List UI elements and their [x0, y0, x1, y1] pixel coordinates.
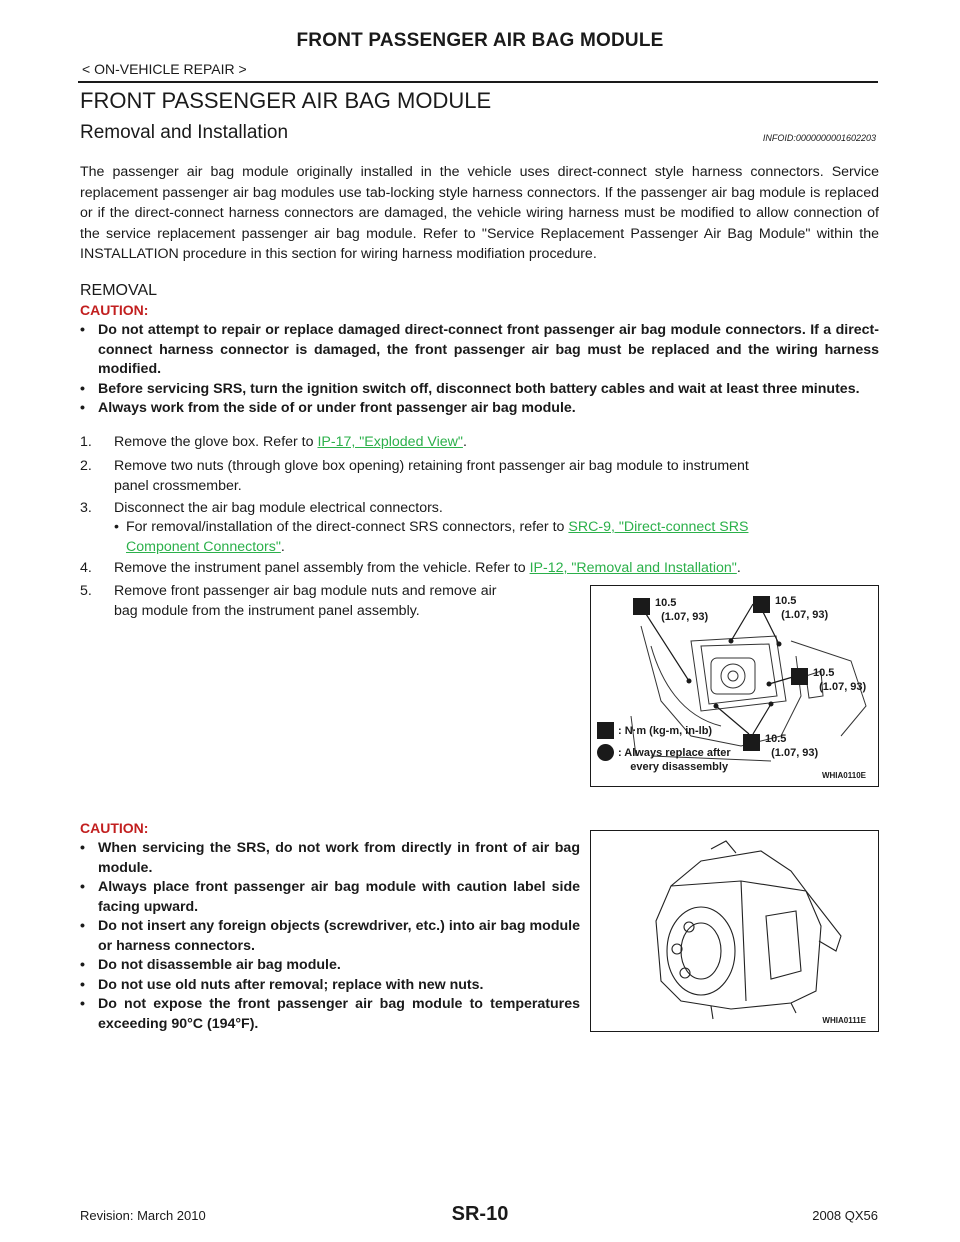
footer-model: 2008 QX56 — [812, 1208, 878, 1223]
link-ip-12[interactable]: IP-12, "Removal and Installation" — [529, 560, 737, 576]
caution-label: CAUTION: — [80, 820, 149, 836]
torque-icon — [791, 668, 808, 685]
page-header-title: FRONT PASSENGER AIR BAG MODULE — [296, 30, 664, 51]
step-1: 1.Remove the glove box. Refer to IP-17, … — [80, 434, 467, 450]
torque-label: 10.5 (1.07, 93) — [655, 597, 709, 623]
figure-code: WHIA0111E — [822, 1016, 866, 1025]
link-ip-17[interactable]: IP-17, "Exploded View" — [317, 434, 463, 450]
legend-unit: : N·m (kg-m, in-lb) — [618, 725, 713, 737]
step-3-subitem: •For removal/installation of the direct-… — [114, 519, 749, 555]
caution-item: Do not insert any foreign objects (screw… — [80, 917, 580, 956]
caution-item: Do not attempt to repair or replace dama… — [80, 321, 879, 380]
step-3: 3.Disconnect the air bag module electric… — [80, 500, 443, 516]
torque-legend-icon — [597, 722, 614, 739]
caution-list-handling: When servicing the SRS, do not work from… — [80, 839, 580, 1034]
legend-replace: : Always replace after every disassembly — [618, 747, 731, 773]
figure-airbag-module: WHIA0111E — [590, 830, 879, 1032]
removal-heading: REMOVAL — [80, 282, 158, 299]
step-2: 2.Remove two nuts (through glove box ope… — [80, 458, 749, 494]
figure-code: WHIA0110E — [821, 771, 866, 780]
module-mounting-illustration — [630, 603, 867, 762]
step-4: 4.Remove the instrument panel assembly f… — [80, 560, 741, 576]
breadcrumb: < ON-VEHICLE REPAIR > — [82, 61, 247, 77]
caution-item: Before servicing SRS, turn the ignition … — [80, 380, 879, 400]
torque-label: 10.5 (1.07, 93) — [813, 667, 867, 693]
info-id: INFOID:0000000001602203 — [762, 133, 876, 143]
page-number: SR-10 — [451, 1203, 509, 1225]
torque-label: 10.5 (1.07, 93) — [765, 733, 819, 759]
torque-icon — [743, 734, 760, 751]
caution-item: Always work from the side of or under fr… — [80, 399, 879, 419]
caution-item: Do not use old nuts after removal; repla… — [80, 976, 580, 996]
torque-icon — [633, 598, 650, 615]
torque-label: 10.5 (1.07, 93) — [775, 595, 829, 621]
intro-paragraph: The passenger air bag module originally … — [80, 164, 879, 262]
figure-module-mounting: 10.5 (1.07, 93) 10.5 (1.07, 93) 10.5 (1.… — [590, 585, 879, 787]
caution-item: Do not expose the front passenger air ba… — [80, 995, 580, 1034]
link-src-9-cont[interactable]: Component Connectors" — [126, 538, 281, 555]
caution-item: Always place front passenger air bag mod… — [80, 878, 580, 917]
airbag-module-illustration — [655, 840, 842, 1020]
torque-icon — [753, 596, 770, 613]
link-src-9[interactable]: SRC-9, "Direct-connect SRS — [568, 519, 749, 535]
step-5: 5.Remove front passenger air bag module … — [80, 583, 497, 619]
caution-label: CAUTION: — [80, 302, 149, 318]
caution-list-removal: Do not attempt to repair or replace dama… — [80, 321, 879, 419]
footer-revision: Revision: March 2010 — [80, 1208, 206, 1223]
caution-item: When servicing the SRS, do not work from… — [80, 839, 580, 878]
section-title: FRONT PASSENGER AIR BAG MODULE — [80, 88, 492, 113]
header-divider — [78, 81, 878, 83]
replace-legend-icon — [597, 744, 614, 761]
caution-item: Do not disassemble air bag module. — [80, 956, 580, 976]
subsection-title: Removal and Installation — [80, 122, 289, 143]
